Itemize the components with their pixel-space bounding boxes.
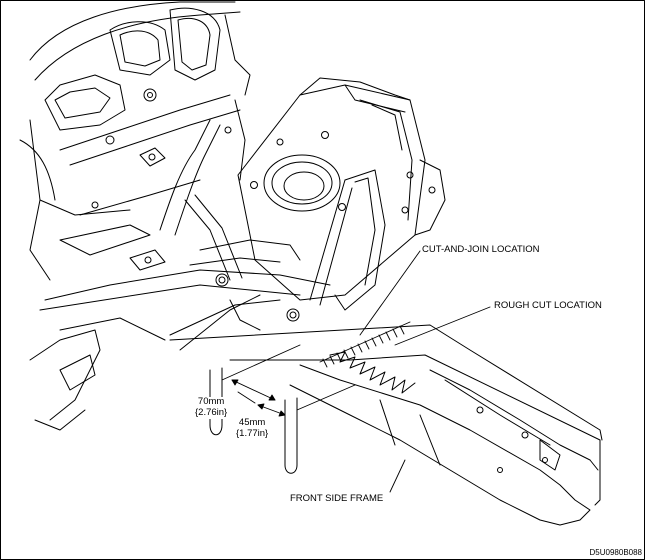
rough-cut-leader [394, 306, 491, 346]
front-side-frame-label: FRONT SIDE FRAME [290, 493, 384, 504]
cut-and-join-leader [359, 250, 421, 336]
upper-body-structure [19, 1, 251, 281]
cut-and-join-label: CUT-AND-JOIN LOCATION [422, 244, 540, 255]
gusset-bracket [309, 169, 386, 311]
cut-and-join-hatch [319, 321, 411, 368]
strut-tower [237, 77, 446, 301]
dimension-45mm-inch: {1.77in} [236, 427, 269, 439]
dimension-70mm-inch: {2.76in} [195, 406, 228, 418]
lower-apron [29, 239, 331, 431]
front-side-frame-rail [169, 324, 603, 526]
dimension-70mm: 70mm {2.76in} [195, 396, 228, 419]
rough-cut-zigzag [329, 351, 416, 394]
front-side-frame-leader [389, 459, 406, 493]
dimension-lines [221, 344, 356, 417]
rough-cut-label: ROUGH CUT LOCATION [494, 300, 602, 311]
dimension-70mm-metric: 70mm [197, 396, 225, 407]
dimension-45mm-metric: 45mm [238, 417, 266, 428]
callout-leaders [359, 250, 491, 493]
figure-code: D5U0980B088 [589, 548, 642, 557]
dimension-45mm: 45mm {1.77in} [236, 417, 269, 440]
